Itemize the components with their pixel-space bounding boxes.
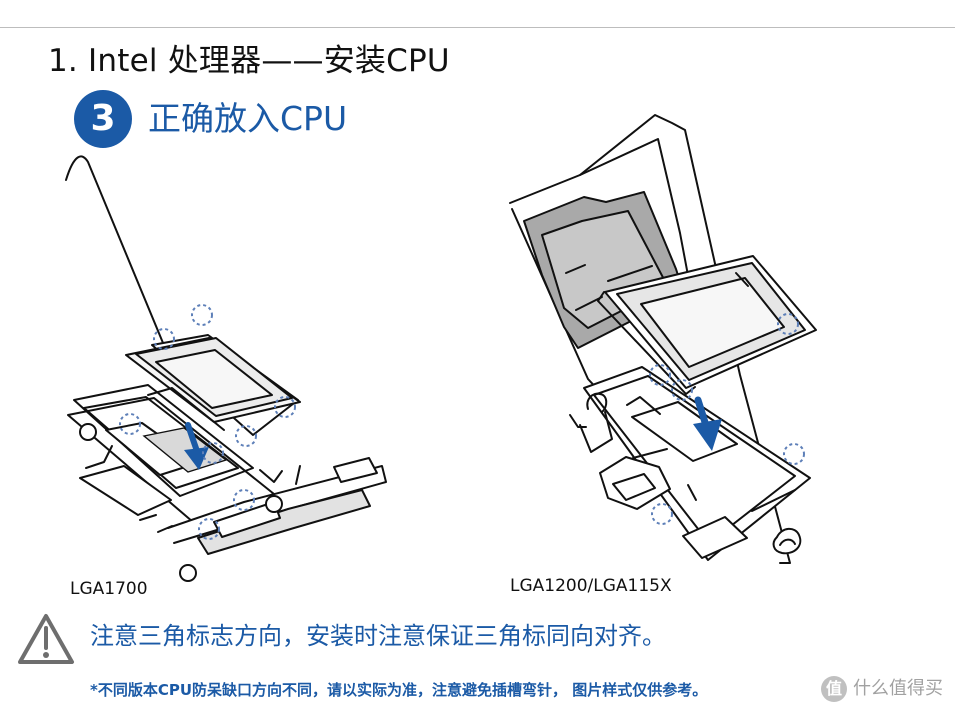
lga1700-label: LGA1700	[70, 579, 148, 599]
step-number-badge: 3	[74, 90, 132, 148]
lga1700-diagram	[65, 155, 387, 582]
watermark: 值 什么值得买	[821, 676, 943, 702]
footnote: *不同版本CPU防呆缺口方向不同，请以实际为准，注意避免插槽弯针， 图片样式仅供…	[90, 681, 708, 699]
top-divider	[0, 27, 955, 28]
lga1200-lga115x-diagram	[509, 114, 817, 564]
step-title: 正确放入CPU	[148, 99, 348, 138]
warning-triangle-icon	[18, 614, 74, 664]
lga1200-lga115x-label: LGA1200/LGA115X	[510, 576, 672, 596]
watermark-text: 什么值得买	[853, 678, 943, 699]
watermark-badge: 值	[821, 676, 847, 702]
warning-text: 注意三角标志方向，安装时注意保证三角标同向对齐。	[90, 622, 666, 650]
page-title: 1. Intel 处理器——安装CPU	[48, 43, 450, 79]
step-heading: 3 正确放入CPU	[74, 90, 347, 148]
